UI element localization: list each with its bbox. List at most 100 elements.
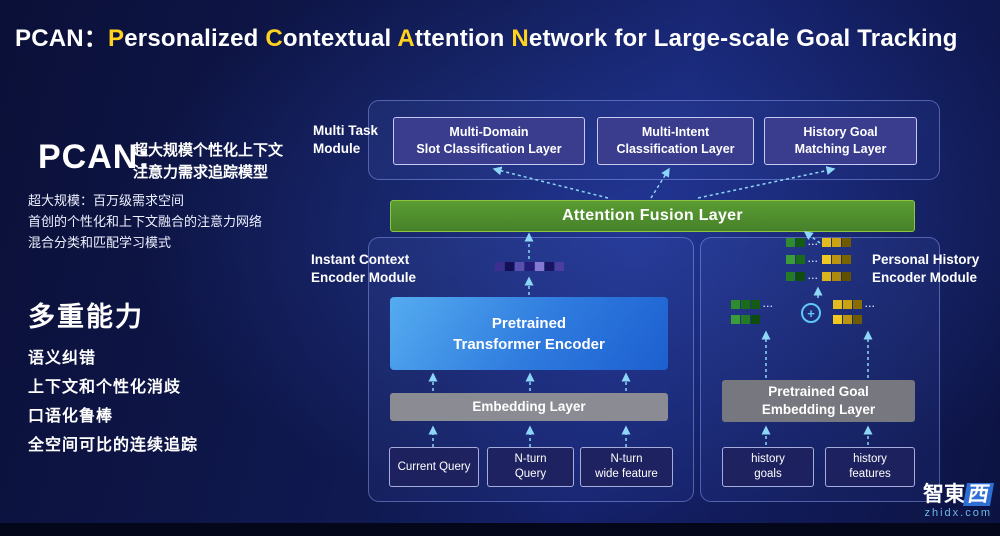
plus-glyph: + — [807, 305, 815, 321]
multi-domain-slot-classification-layer: Multi-Domain Slot Classification Layer — [393, 117, 585, 165]
history-goals-input: history goals — [722, 447, 814, 487]
token-square — [786, 238, 795, 247]
label-line: Multi Task — [313, 123, 379, 138]
ellipsis: ... — [808, 254, 819, 264]
title-highlight-c: C — [265, 25, 283, 52]
token-square — [515, 262, 524, 271]
ellipsis: ... — [808, 237, 819, 247]
ellipsis: ... — [808, 271, 819, 281]
token-square — [841, 255, 851, 264]
box-label-line: Classification Layer — [616, 142, 735, 156]
box-label-line: N-turn — [610, 453, 643, 466]
embedding-layer: Embedding Layer — [390, 393, 668, 421]
token-square — [843, 300, 852, 309]
capability-item: 全空间可比的连续追踪 — [28, 437, 199, 454]
token-square — [831, 255, 841, 264]
token-square — [796, 238, 805, 247]
capabilities-title: 多重能力 — [28, 302, 144, 332]
ellipsis: ... — [865, 299, 876, 309]
token-square — [545, 262, 554, 271]
history-features-input: history features — [825, 447, 915, 487]
title-highlight-n: N — [511, 25, 529, 52]
goal-token-row-yellow — [833, 315, 862, 324]
personal-history-module-label: Personal History Encoder Module — [872, 251, 998, 287]
token-square — [505, 262, 514, 271]
title-highlight-a: A — [397, 25, 415, 52]
token-square — [796, 272, 805, 281]
n-turn-query-input: N-turn Query — [487, 447, 574, 487]
box-label-line: Multi-Domain — [449, 125, 529, 140]
box-label-line: Slot Classification Layer — [416, 142, 562, 156]
feature-points: 超大规模：百万级需求空间 首创的个性化和上下文融合的注意力网络 混合分类和匹配学… — [28, 190, 262, 253]
box-label-line: Current Query — [397, 460, 471, 473]
token-square — [821, 238, 831, 247]
goal-token-row-green — [731, 315, 760, 324]
pcan-brand-description: 超大规模个性化上下文 注意力需求追踪模型 — [133, 140, 283, 184]
instant-context-module-label: Instant Context Encoder Module — [311, 251, 416, 287]
box-label-line: Matching Layer — [794, 142, 887, 156]
token-square — [841, 272, 851, 281]
box-label-line: history — [751, 453, 785, 466]
token-square — [741, 300, 750, 309]
box-label-line: features — [849, 468, 891, 480]
feature-point: 首创的个性化和上下文融合的注意力网络 — [28, 214, 263, 229]
token-square — [796, 255, 805, 264]
feature-point: 超大规模：百万级需求空间 — [28, 193, 185, 208]
history-token-row: ... — [786, 272, 851, 281]
box-label-line: history — [853, 453, 887, 466]
capability-item: 上下文和个性化消歧 — [28, 379, 182, 396]
fusion-label: Attention Fusion Layer — [562, 207, 743, 224]
box-label-line: wide feature — [595, 468, 658, 480]
page-title: PCAN：Personalized Contextual Attention N… — [15, 18, 958, 53]
box-label-line: Transformer Encoder — [453, 335, 605, 353]
title-text: ersonalized — [124, 25, 266, 52]
label-line: Personal History — [872, 252, 980, 267]
history-token-row: ... — [786, 238, 851, 247]
label-line: Encoder Module — [872, 270, 978, 286]
goal-token-row-green: ... — [731, 300, 776, 309]
label-line: Module — [313, 141, 361, 157]
token-square — [731, 300, 740, 309]
bottom-bar — [0, 523, 1000, 536]
box-label-line: Multi-Intent — [641, 125, 710, 140]
token-square — [843, 315, 852, 324]
watermark-url: zhidx.com — [924, 507, 992, 519]
pretrained-goal-embedding-layer: Pretrained Goal Embedding Layer — [722, 380, 915, 422]
token-square — [853, 300, 862, 309]
token-square — [841, 238, 851, 247]
title-text: etwork for Large-scale Goal Tracking — [528, 25, 958, 52]
goal-token-row-yellow: ... — [833, 300, 878, 309]
n-turn-wide-feature-input: N-turn wide feature — [580, 447, 673, 487]
brand-desc-line2: 注意力需求追踪模型 — [133, 163, 269, 181]
history-goal-matching-layer: History Goal Matching Layer — [764, 117, 917, 165]
token-square — [741, 315, 750, 324]
token-square — [831, 272, 841, 281]
watermark-logo-accent: 西 — [962, 482, 995, 506]
plus-circle-icon: + — [801, 303, 821, 323]
token-square — [731, 315, 740, 324]
box-label-line: Embedding Layer — [761, 402, 876, 417]
capabilities-list: 语义纠错 上下文和个性化消歧 口语化鲁棒 全空间可比的连续追踪 — [28, 344, 198, 460]
token-square — [535, 262, 544, 271]
token-square — [525, 262, 534, 271]
feature-point: 混合分类和匹配学习模式 — [28, 235, 172, 250]
box-label-line: goals — [754, 468, 782, 480]
context-embedding-tokens — [495, 262, 564, 271]
token-square — [821, 272, 831, 281]
watermark-logo: 智東西 — [923, 482, 995, 506]
pretrained-transformer-encoder: Pretrained Transformer Encoder — [390, 297, 668, 370]
box-label-line: Embedding Layer — [472, 398, 586, 414]
multi-intent-classification-layer: Multi-Intent Classification Layer — [597, 117, 754, 165]
token-square — [821, 255, 831, 264]
token-square — [833, 300, 842, 309]
token-square — [786, 272, 795, 281]
box-label-line: Pretrained Goal — [768, 383, 869, 399]
pcan-brand: PCAN: — [38, 138, 151, 176]
token-square — [555, 262, 564, 271]
multi-task-module-label: Multi Task Module — [313, 122, 378, 158]
title-text: ttention — [414, 25, 512, 52]
token-square — [831, 238, 841, 247]
token-square — [853, 315, 862, 324]
brand-desc-line1: 超大规模个性化上下文 — [133, 142, 284, 159]
